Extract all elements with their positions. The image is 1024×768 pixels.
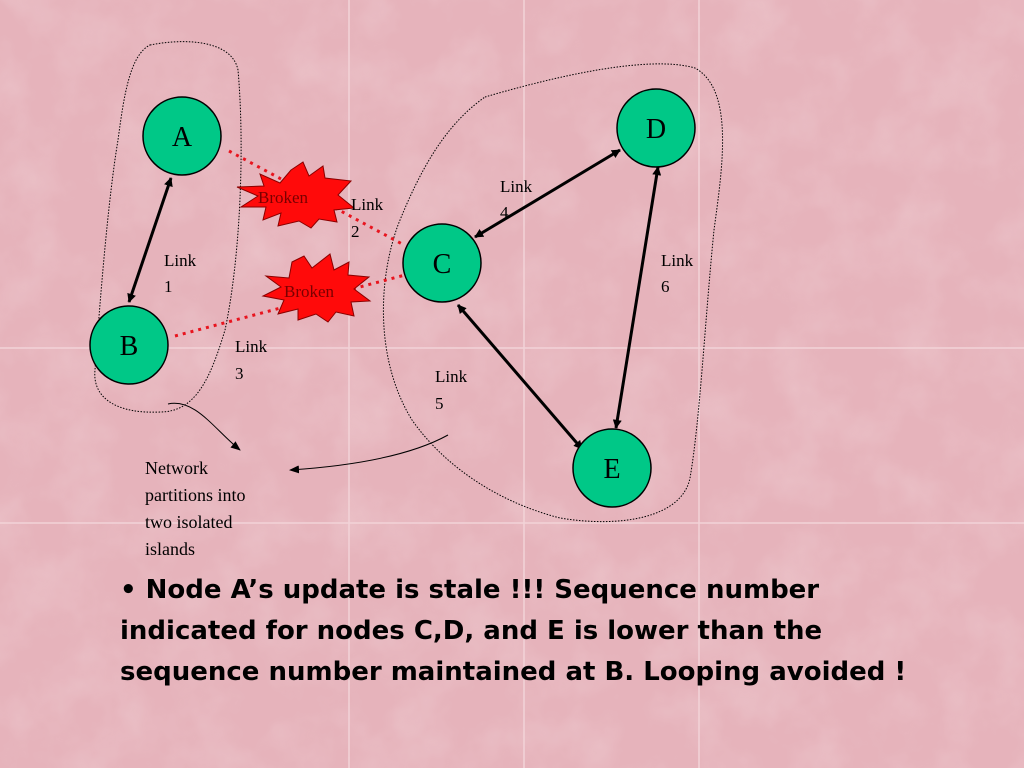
node-e-circle (572, 428, 652, 508)
link-5-word: Link (435, 367, 468, 386)
annotation-line-4: islands (145, 539, 195, 559)
link-1-number: 1 (164, 277, 173, 296)
annotation-line-3: two isolated (145, 512, 233, 532)
link-2-word: Link (351, 195, 384, 214)
node-d-circle (616, 88, 696, 168)
node-e-label: E (603, 454, 620, 485)
node-b-circle (89, 305, 169, 385)
link-6-label: Link 6 (661, 251, 694, 296)
link-4-word: Link (500, 177, 533, 196)
link-3-label: Link 3 (235, 337, 268, 383)
node-c: C (402, 223, 482, 303)
link-1-word: Link (164, 251, 197, 270)
node-a: A (142, 96, 222, 176)
node-b-label: B (120, 331, 139, 362)
island-right-outline (382, 63, 723, 523)
node-a-circle (142, 96, 222, 176)
node-d-label: D (646, 114, 666, 145)
pointer-from-right-island (289, 434, 449, 474)
annotation-line-2: partitions into (145, 485, 246, 505)
node-e: E (572, 428, 652, 508)
pointer-from-left-island (167, 402, 241, 451)
link-1-arrow (127, 177, 173, 303)
node-a-label: A (172, 122, 193, 153)
island-left-outline (94, 41, 242, 413)
broken-label-top: Broken (258, 188, 309, 207)
link-4-arrow (474, 148, 621, 239)
bullet-text: • Node A’s update is stale !!! Sequence … (120, 575, 907, 687)
link-4-label: Link 4 (500, 177, 533, 222)
broken-burst-top (236, 161, 356, 229)
node-c-label: C (433, 249, 452, 280)
link-6-number: 6 (661, 277, 670, 296)
link-5-number: 5 (435, 394, 444, 413)
link-4-number: 4 (500, 203, 509, 222)
broken-link-2 (228, 149, 405, 247)
link-5-arrow (456, 304, 584, 450)
partition-annotation: Network partitions into two isolated isl… (145, 458, 246, 559)
link-5-label: Link 5 (435, 367, 468, 413)
link-3-word: Link (235, 337, 268, 356)
link-6-word: Link (661, 251, 694, 270)
node-c-circle (402, 223, 482, 303)
annotation-line-1: Network (145, 458, 208, 478)
broken-label-bottom: Broken (284, 282, 335, 301)
node-d: D (616, 88, 696, 168)
node-b: B (89, 305, 169, 385)
link-2-label: Link 2 (351, 195, 384, 241)
broken-burst-bottom (261, 253, 372, 323)
link-2-number: 2 (351, 222, 360, 241)
link-6-arrow (612, 166, 662, 429)
link-1-label: Link 1 (164, 251, 197, 296)
link-3-number: 3 (235, 364, 244, 383)
